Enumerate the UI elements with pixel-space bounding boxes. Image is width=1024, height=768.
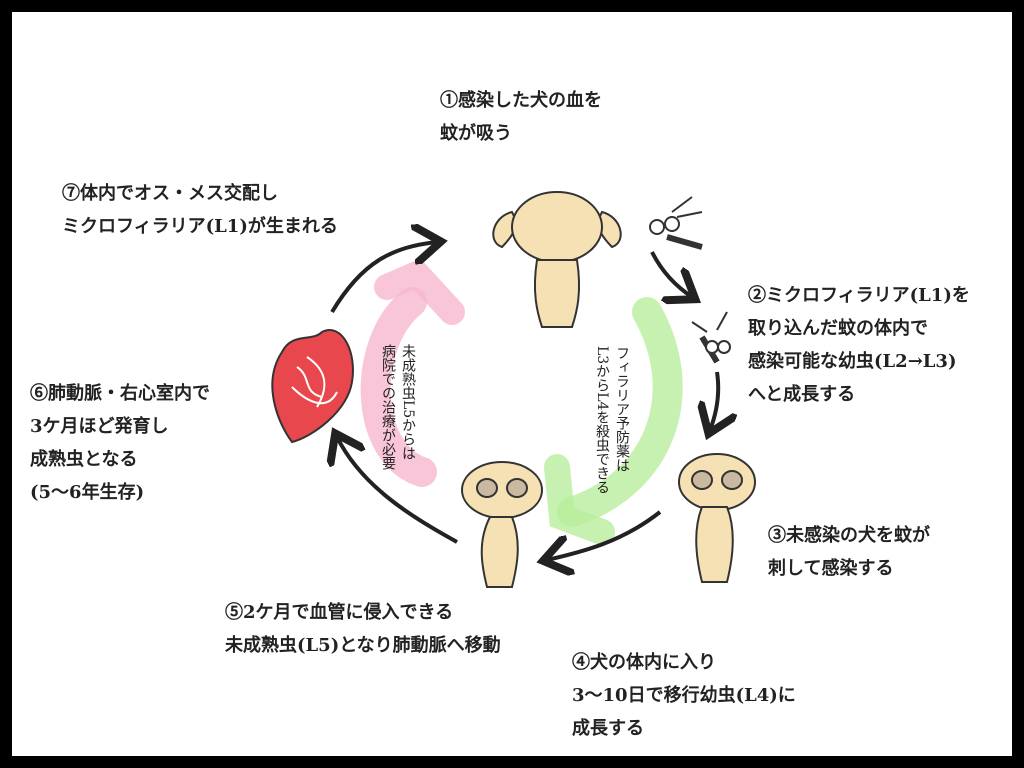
pink-treatment-arrow — [360, 287, 437, 487]
heartworm-lifecycle-diagram: ①感染した犬の血を蚊が吸う ②ミクロフィラリア(L1)を取り込んだ蚊の体内で感染… — [12, 12, 1012, 756]
green-arrow-head — [544, 454, 615, 545]
treatment-note: 未成熟虫L5からは病院での治療が必要 — [380, 344, 416, 470]
arrow-5-to-6 — [337, 437, 458, 544]
step-3-label: ③未感染の犬を蚊が刺して感染する — [768, 525, 930, 579]
infected-dog-illustration — [492, 191, 622, 328]
mosquito-icon — [649, 196, 703, 250]
green-prevention-arrow — [557, 297, 683, 527]
step-7-label: ⑦体内でオス・メス交配しミクロフィラリア(L1)が生まれる — [62, 183, 338, 237]
arrow-1-to-2 — [650, 251, 692, 297]
arrow-7-to-1 — [330, 242, 437, 314]
heart-illustration — [271, 329, 354, 444]
step-2-label: ②ミクロフィラリア(L1)を取り込んだ蚊の体内で感染可能な幼虫(L2→L3)へと… — [748, 285, 970, 405]
pink-arrow-head — [374, 258, 465, 325]
cycle-illustration — [271, 191, 756, 588]
uninfected-dog-illustration — [678, 453, 756, 583]
arrow-2-to-3 — [710, 371, 718, 430]
step-5-label: ⑤2ケ月で血管に侵入できる未成熟虫(L5)となり肺動脈へ移動 — [225, 602, 501, 656]
mosquito-icon-2 — [691, 311, 731, 364]
arrow-3-to-5 — [547, 510, 662, 560]
dog-illustration-stage-5 — [461, 461, 543, 588]
step-1-label: ①感染した犬の血を蚊が吸う — [440, 90, 602, 144]
